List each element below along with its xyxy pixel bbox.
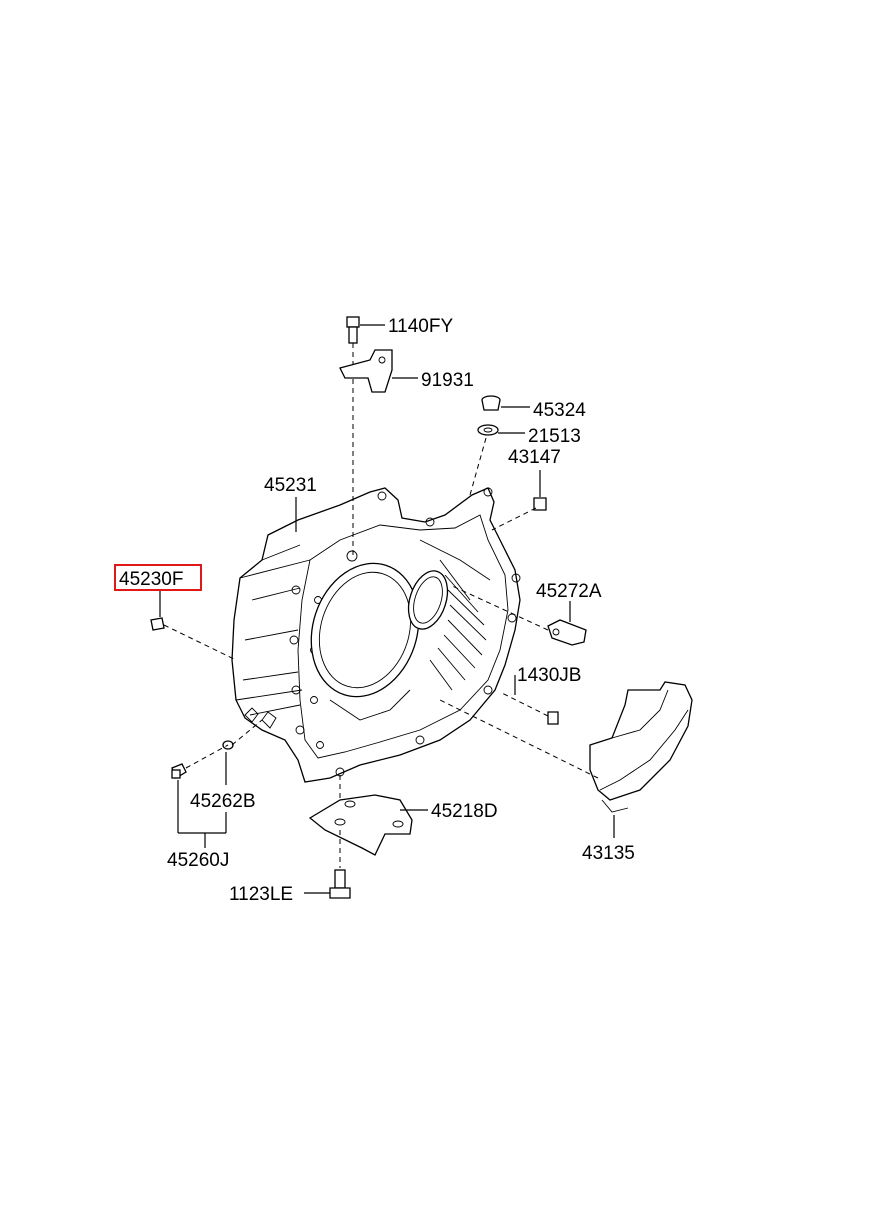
bolt-1140fy[interactable]: [346, 316, 360, 344]
label-45218d[interactable]: 45218D: [431, 801, 498, 822]
pin-43147[interactable]: [533, 497, 547, 511]
label-45231[interactable]: 45231: [264, 475, 317, 496]
pin-45230f[interactable]: [150, 617, 165, 631]
cover-43135[interactable]: [589, 681, 693, 813]
label-45324[interactable]: 45324: [533, 400, 586, 421]
gasket-21513[interactable]: [477, 424, 499, 436]
bracket-45218d[interactable]: [308, 794, 413, 856]
plug-45324[interactable]: [481, 395, 501, 411]
label-43135[interactable]: 43135: [582, 843, 635, 864]
label-21513[interactable]: 21513: [528, 426, 581, 447]
label-45230f[interactable]: 45230F: [119, 569, 183, 590]
label-1430jb[interactable]: 1430JB: [517, 665, 581, 686]
label-45272a[interactable]: 45272A: [536, 581, 602, 602]
label-91931[interactable]: 91931: [421, 370, 474, 391]
bolt-45260j[interactable]: [171, 763, 187, 779]
highlight-box-45230f: [114, 564, 202, 591]
label-45260j[interactable]: 45260J: [167, 850, 229, 871]
pin-1430jb[interactable]: [547, 711, 559, 725]
bolt-1123le[interactable]: [329, 869, 351, 899]
bracket-91931[interactable]: [339, 349, 393, 393]
transmission-case[interactable]: [231, 487, 521, 783]
label-1123le[interactable]: 1123LE: [229, 884, 293, 905]
label-1140fy[interactable]: 1140FY: [388, 316, 453, 337]
label-43147[interactable]: 43147: [508, 447, 561, 468]
label-45262b[interactable]: 45262B: [190, 791, 256, 812]
part-45272a[interactable]: [547, 619, 587, 646]
